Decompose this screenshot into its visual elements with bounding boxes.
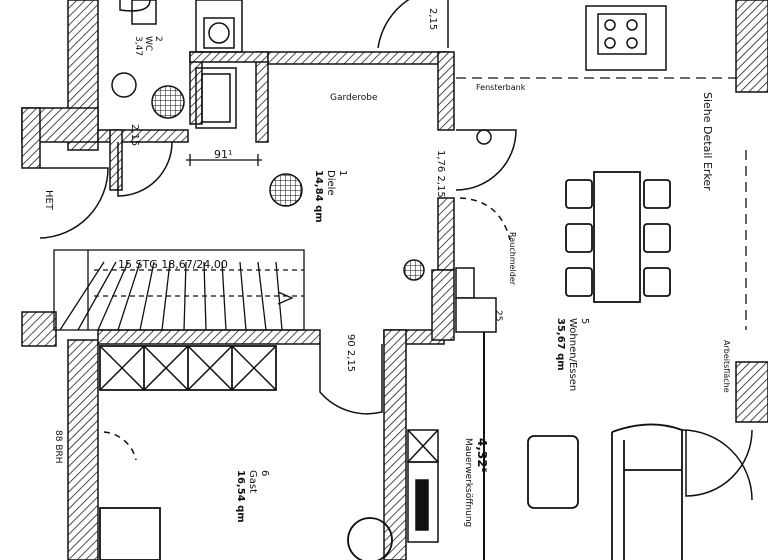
diele-name: Diele [325,170,336,196]
oven-unit [195,0,243,53]
door-dashed-swing [459,197,511,241]
door-diele-right [455,129,517,191]
gast-chair [347,517,393,560]
wall-right-top [735,0,768,93]
door-top-center [377,0,410,49]
symbols [269,129,497,560]
gast-area: 16,54 qm [235,470,246,523]
toilet-box [131,0,157,25]
bed-edge [99,507,161,560]
wc-name: WC [143,36,153,51]
door-het [39,167,109,239]
wardrobe [99,345,439,543]
wc-number: 2 [153,36,163,42]
coffee-table [527,435,579,509]
stair-label: 15 STG 18,67/24,00 [118,258,228,271]
door-dashed-gast [103,431,137,461]
sink-right [455,297,497,333]
dimension-91 [186,154,262,166]
door-wc [117,141,173,197]
kitchen-counter [111,0,667,129]
door-label-c: 90 2,15 [345,334,356,372]
wall-diele-top [267,51,449,65]
door-label-a: 2,15 [427,8,438,30]
brh-label: 88 BRH [53,430,63,464]
oven-inner [203,17,235,49]
dim-432-label: 4,32⁵ [475,438,489,473]
oven-burner [208,22,230,44]
wall-bath-top [189,51,269,63]
stair-arrow [277,291,294,305]
wall-left-stair [21,311,57,347]
wall-shaft [431,269,455,341]
door-label-d: 2,15 [129,124,140,146]
wc-area: 3,47 [133,36,143,56]
wall-right-mid [735,361,768,423]
fenster-label: Fensterbank [476,83,526,92]
garderobe-label: Garderobe [330,93,378,103]
gast-name: Gast [247,470,258,493]
tv [415,479,429,531]
bottom-info-label: Mauerwerksöffnung [463,438,473,527]
wc-vent [151,85,185,119]
cooktop-unit [585,5,667,71]
wall-diele-right-top [437,51,455,131]
labels: 15 STG 18,67/24,00 1 Diele 14,84 qm 6 Ga… [43,8,731,527]
dim-25-label: 25 [493,310,503,321]
gast-number: 6 [259,470,270,476]
sink-unit [195,67,237,129]
dining-set [565,171,671,303]
door-right-arc [681,429,753,501]
sofa [611,423,683,560]
dining-table [593,171,641,303]
door-right-lower [685,429,753,497]
shaft-box [455,267,475,299]
wall-wc-left [109,129,123,191]
ceiling-light [269,173,303,207]
tv-unit [407,461,439,543]
door-label-b: 1,76 2,15 [435,150,446,198]
wall-left-jog2 [21,107,41,169]
diele-number: 1 [337,170,348,176]
sink-basin [201,73,231,123]
het-label: HET [43,190,54,211]
dashed-lines [456,77,747,330]
dim-91-label: 91¹ [214,148,232,161]
diele-area: 14,84 qm [313,170,324,223]
stair-outline [53,249,305,331]
toilet-seat [119,0,151,12]
cooktop [597,13,647,55]
siehe-label: Siehe Detail Erker [701,92,714,191]
wall-gast-right [383,329,407,560]
wall-bath-right [255,51,269,143]
wardrobe-cells [99,345,277,391]
wall-left-bottom [67,339,99,560]
smoke-detector [403,259,425,281]
arbeitsflaeche-label: Arbeitsfläche [722,340,731,393]
wohnen-name: Wohnen/Essen [567,318,578,391]
wohnen-number: 5 [579,318,590,324]
wall-diele-right-mid [437,197,455,271]
living-furniture [99,423,683,560]
wohnen-area: 35,67 qm [555,318,566,371]
switch-symbol [476,129,492,145]
wall-gast-top [97,329,321,345]
rauchmelder-label: Rauchmelder [508,232,517,286]
doors [39,0,753,501]
washbasin [111,72,137,98]
door-gast [319,344,383,415]
stairs [53,249,305,331]
